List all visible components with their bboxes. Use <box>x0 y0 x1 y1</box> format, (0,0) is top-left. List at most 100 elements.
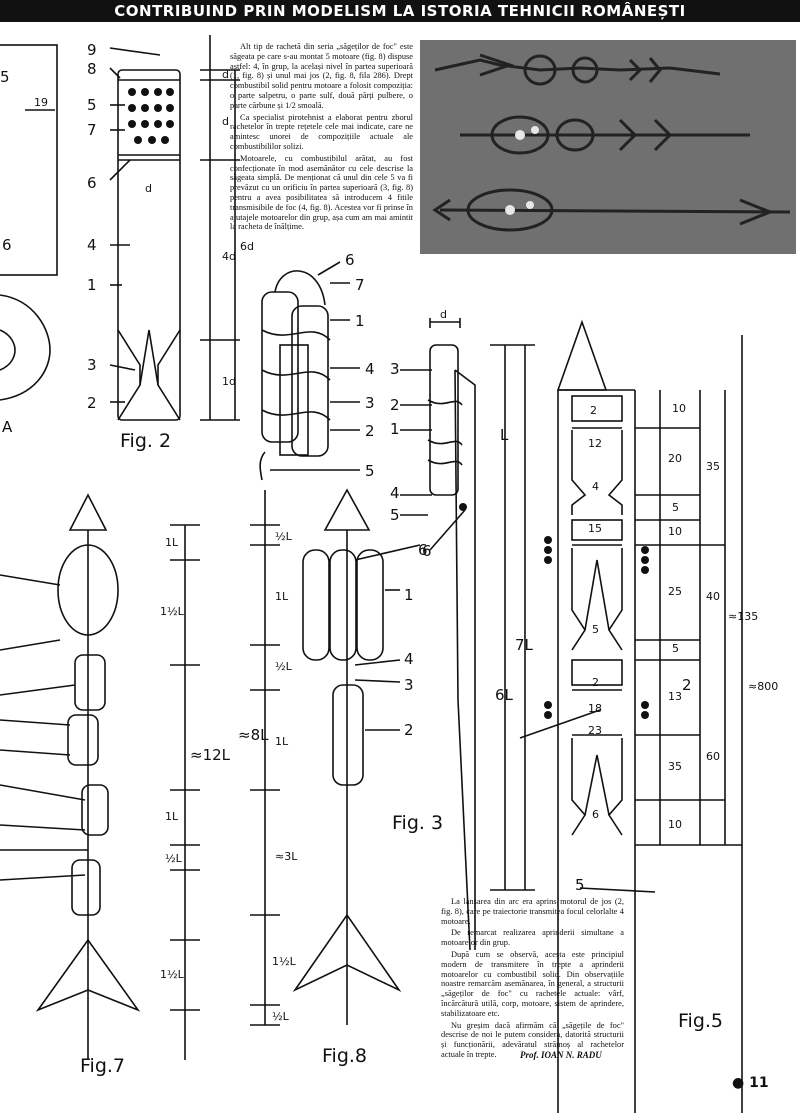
fig5-callout: 2 <box>682 676 692 694</box>
left-fragment-labels: 5 19 6 A <box>0 68 48 436</box>
fig8-callout-1: 1 <box>404 586 414 604</box>
fig3-motor-bundle <box>259 261 360 481</box>
fig5-dim: 35 <box>668 760 682 773</box>
fig3-labels: 6 7 1 4 3 2 5 <box>345 251 375 480</box>
fig4-dim: L <box>500 426 509 444</box>
fig5-dim: 13 <box>668 690 682 703</box>
paragraph: După cum se observă, acesta este princip… <box>441 949 624 1018</box>
fig4-dim: 6L <box>495 686 514 704</box>
fig2-label: Fig. 2 <box>120 430 172 452</box>
fig2-dim: d <box>222 68 229 81</box>
fig2-rocket-motor <box>109 35 240 421</box>
paragraph: Nu greșim dacă afirmăm că „săgețile de f… <box>441 1020 624 1059</box>
fig2-dim: 6d <box>240 240 254 253</box>
fig5-callout: 6 <box>592 808 599 821</box>
fig2-dim: d <box>222 115 229 128</box>
fragment-label: 5 <box>0 68 10 86</box>
manuscript-rockets-image <box>420 40 796 254</box>
paragraph: Alt tip de rachetă din seria „săgeților … <box>230 42 413 110</box>
fig7-label: Fig.7 <box>80 1055 126 1077</box>
fig5-callout: 15 <box>588 522 602 535</box>
fig4-labels: 3 2 1 4 5 6 d L 7L 6L <box>390 308 534 704</box>
fragment-label: 6 <box>2 236 12 254</box>
fig8-dim: 1L <box>275 590 289 603</box>
fig8-five-motor-arrow <box>250 488 421 1026</box>
fig5-callout: 5 <box>592 623 599 636</box>
fig5-dim: ≈135 <box>728 610 758 623</box>
fig5-dim: 20 <box>668 452 682 465</box>
fig3-label: Fig. 3 <box>392 812 444 834</box>
fig4-dim: d <box>440 308 447 321</box>
fig3-callout-1: 1 <box>355 312 365 330</box>
fig3-callout-7: 7 <box>355 276 365 294</box>
fig8-callout-6: 6 <box>422 542 432 560</box>
fig2-dim: d <box>145 182 152 195</box>
header-title: CONTRIBUIND PRIN MODELISM LA ISTORIA TEH… <box>114 2 686 20</box>
article-column-2: La lansarea din arc era aprins motorul d… <box>441 897 624 1062</box>
fig7-dim: 1½L <box>160 968 185 981</box>
fig7-dim: ½L <box>165 852 183 865</box>
paragraph: Motoarele, cu combustibilul arătat, au f… <box>230 153 413 232</box>
fig7-dim: ≈12L <box>190 746 231 764</box>
fig5-label: Fig.5 <box>678 1010 724 1032</box>
fig4-callout: 3 <box>390 360 400 378</box>
fig4-callout: 4 <box>390 484 400 502</box>
fig7-dim: 1½L <box>160 605 185 618</box>
fig3-callout-5: 5 <box>365 462 375 480</box>
fig4-callout: 6 <box>418 541 428 559</box>
fig5-dim: 35 <box>706 460 720 473</box>
fig5-callout: 2 <box>592 676 599 689</box>
paragraph: Ca specialist pirotehnist a elaborat pen… <box>230 112 413 151</box>
fig7-labels: 1L 1½L ≈12L 1L ½L 1½L <box>160 536 231 981</box>
fig8-dim: ½L <box>275 530 293 543</box>
fig8-label: Fig.8 <box>322 1045 368 1067</box>
page-number: ● 11 <box>732 1075 769 1091</box>
fig4-callout: 2 <box>390 396 400 414</box>
fig5-dim: 10 <box>672 402 686 415</box>
fig8-dim: ½L <box>272 1010 290 1023</box>
fig5-dim: 10 <box>668 525 682 538</box>
fig5-callout: 23 <box>588 724 602 737</box>
fig8-labels: 1 4 3 2 6 ½L 1L ½L 1L ≈8L ≈3L 1½L ½L <box>238 530 432 1023</box>
fig2-callout-2: 2 <box>87 394 97 412</box>
fig7-staged-arrow <box>0 493 200 1060</box>
fig8-callout-3: 3 <box>404 676 414 694</box>
fig3-callout-2: 2 <box>365 422 375 440</box>
fig8-dim: ½L <box>275 660 293 673</box>
page-number-value: 11 <box>749 1075 769 1091</box>
fig7-dim: 1L <box>165 536 179 549</box>
fig8-callout-2: 2 <box>404 721 414 739</box>
fig2-dim: 4d <box>222 250 236 263</box>
fig8-callout-4: 4 <box>404 650 414 668</box>
page-header: CONTRIBUIND PRIN MODELISM LA ISTORIA TEH… <box>0 0 800 22</box>
fragment-label: A <box>2 418 13 436</box>
fig4-dim: 7L <box>515 636 534 654</box>
fig8-dim: 1L <box>275 735 289 748</box>
fig5-dim: 40 <box>706 590 720 603</box>
fig3-callout-4: 4 <box>365 360 375 378</box>
fig2-callout-3: 3 <box>87 356 97 374</box>
fig5-callout: 18 <box>588 702 602 715</box>
fig5-dim: 60 <box>706 750 720 763</box>
fig2-callout-9: 9 <box>87 41 97 59</box>
fig2-callout-1: 1 <box>87 276 97 294</box>
fig5-dim: 5 <box>672 501 679 514</box>
fig8-dim: ≈3L <box>275 850 298 863</box>
fig5-dim: 10 <box>668 818 682 831</box>
fig5-dim: ≈800 <box>748 680 778 693</box>
fig5-dim: 5 <box>672 642 679 655</box>
fig5-callout: 4 <box>592 480 599 493</box>
fig3-callout-3: 3 <box>365 394 375 412</box>
fig3-callout-6: 6 <box>345 251 355 269</box>
fig5-dim: 25 <box>668 585 682 598</box>
fig7-dim: 1L <box>165 810 179 823</box>
author-signature: Prof. IOAN N. RADU <box>520 1050 602 1060</box>
historical-manuscript-photo <box>420 40 796 254</box>
article-column-1: Alt tip de rachetă din seria „săgeților … <box>230 42 413 234</box>
fig5-labels: 2 12 4 15 5 2 2 18 23 6 5 10 20 5 10 25 … <box>575 402 778 894</box>
fig2-callout-5: 5 <box>87 96 97 114</box>
fig5-callout: 12 <box>588 437 602 450</box>
fig8-dim: 1½L <box>272 955 297 968</box>
fig4-callout: 5 <box>390 506 400 524</box>
